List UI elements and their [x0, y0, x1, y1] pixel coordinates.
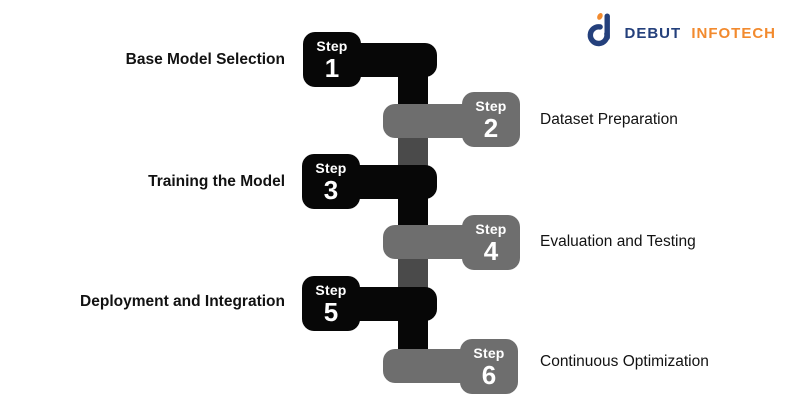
debut-infotech-logo: DEBUT INFOTECH: [587, 12, 776, 55]
step-box-4: Step 4: [462, 215, 520, 270]
step-prefix: Step: [315, 159, 347, 176]
step-box-6: Step 6: [460, 339, 518, 394]
step-box-3: Step 3: [302, 154, 360, 209]
step-number: 1: [324, 52, 340, 83]
step-label-continuous-optimization: Continuous Optimization: [540, 353, 709, 370]
logo-word-debut: DEBUT: [624, 25, 682, 42]
step-box-5: Step 5: [302, 276, 360, 331]
step-prefix: Step: [316, 37, 348, 54]
step-label-deployment-and-integration: Deployment and Integration: [80, 293, 285, 310]
step-prefix: Step: [475, 220, 507, 237]
step-number: 4: [483, 235, 499, 266]
step-label-base-model-selection: Base Model Selection: [125, 51, 285, 68]
step-label-dataset-preparation: Dataset Preparation: [540, 111, 678, 128]
step-prefix: Step: [315, 281, 347, 298]
logo-word-infotech: INFOTECH: [691, 25, 776, 42]
step-number: 2: [483, 112, 499, 143]
step-number: 5: [323, 296, 339, 327]
step-box-2: Step 2: [462, 92, 520, 147]
step-box-1: Step 1: [303, 32, 361, 87]
step-number: 6: [481, 359, 497, 390]
logo-wordmark: DEBUT INFOTECH: [624, 25, 776, 42]
step-number: 3: [323, 174, 339, 205]
debut-infotech-logo-icon: [587, 12, 617, 55]
step-prefix: Step: [473, 344, 505, 361]
step-label-evaluation-and-testing: Evaluation and Testing: [540, 233, 696, 250]
step-label-training-the-model: Training the Model: [148, 173, 285, 190]
step-prefix: Step: [475, 97, 507, 114]
